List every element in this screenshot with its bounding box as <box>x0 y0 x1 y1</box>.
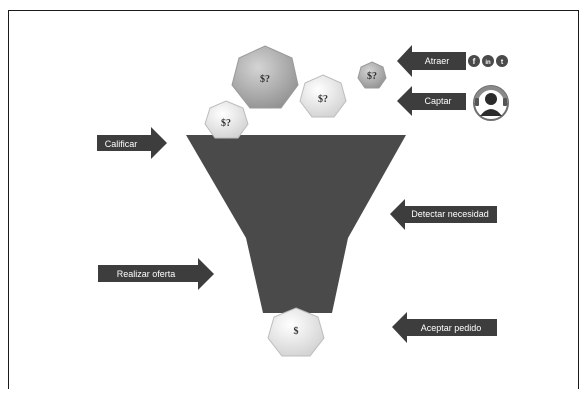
linkedin-icon[interactable]: in <box>482 55 494 67</box>
facebook-icon[interactable]: f <box>468 55 480 67</box>
coin-shape-small: $? <box>357 61 387 89</box>
coin-label-bottom: $ <box>294 326 299 337</box>
contact-person-icon <box>473 85 509 121</box>
frame-edge <box>9 382 578 390</box>
arrow-atraer: Atraer <box>397 45 466 77</box>
coin-shape-big: $? <box>231 45 299 109</box>
arrow-label-captar: Captar <box>424 96 451 106</box>
coin-label-mid: $? <box>318 94 328 105</box>
arrow-aceptar: Aceptar pedido <box>392 312 497 343</box>
arrow-label-calificar: Calificar <box>105 139 138 149</box>
coin-shape-bottom: $ <box>267 307 325 357</box>
arrow-label-realizar: Realizar oferta <box>117 269 176 279</box>
arrow-detectar: Detectar necesidad <box>390 199 497 230</box>
coin-label-big: $? <box>260 74 270 85</box>
arrow-label-aceptar: Aceptar pedido <box>421 323 482 333</box>
arrow-label-atraer: Atraer <box>425 56 450 66</box>
coin-shape-left: $? <box>204 100 249 139</box>
funnel <box>186 135 406 313</box>
svg-text:f: f <box>473 57 476 66</box>
svg-text:in: in <box>485 60 491 66</box>
svg-text:t: t <box>501 59 504 66</box>
coin-label-left: $? <box>221 118 231 129</box>
arrow-captar: Captar <box>397 86 466 116</box>
coin-label-small: $? <box>367 71 377 82</box>
social-icons: f in t <box>468 55 508 67</box>
arrow-label-detectar: Detectar necesidad <box>411 209 489 219</box>
twitter-icon[interactable]: t <box>496 55 508 67</box>
coin-shape-mid: $? <box>299 74 347 118</box>
arrow-calificar: Calificar <box>97 127 167 159</box>
arrow-realizar: Realizar oferta <box>98 258 214 290</box>
